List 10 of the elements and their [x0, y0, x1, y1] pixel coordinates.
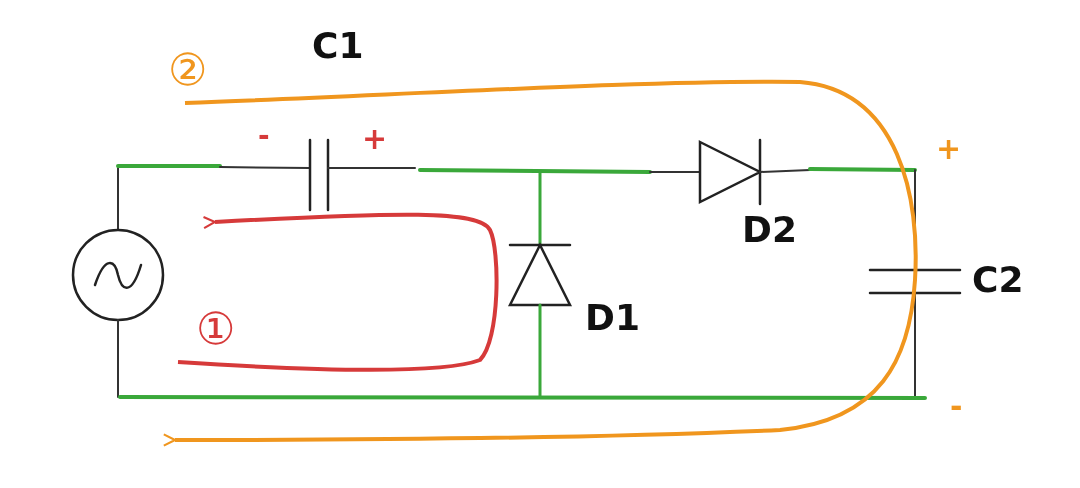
loop-number: ②: [168, 48, 208, 92]
polarity-sign: -: [950, 392, 963, 422]
component-label: C2: [972, 262, 1024, 298]
component-label: C1: [312, 28, 364, 64]
loop-number: ①: [196, 307, 236, 351]
polarity-sign: +: [362, 124, 388, 154]
component-label: D1: [585, 300, 640, 336]
polarity-sign: -: [258, 122, 270, 150]
component-label: D2: [742, 212, 797, 248]
polarity-sign: +: [936, 134, 962, 164]
